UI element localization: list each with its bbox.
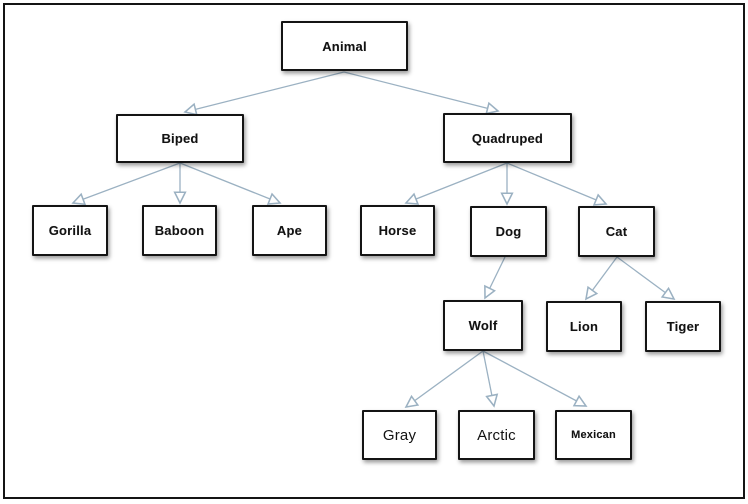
edge-wolf-gray bbox=[404, 350, 484, 409]
node-horse: Horse bbox=[360, 205, 435, 256]
node-animal: Animal bbox=[281, 21, 408, 71]
node-wolf: Wolf bbox=[443, 300, 523, 351]
edge-cat-tiger bbox=[616, 256, 676, 301]
node-arctic: Arctic bbox=[458, 410, 535, 460]
edge-biped-ape bbox=[179, 162, 282, 205]
node-gorilla: Gorilla bbox=[32, 205, 108, 256]
edge-cat-lion bbox=[584, 256, 618, 301]
edge-animal-biped bbox=[183, 71, 345, 116]
edge-wolf-mexican bbox=[482, 350, 588, 407]
edge-biped-gorilla bbox=[71, 162, 181, 206]
edge-dog-wolf bbox=[484, 256, 506, 300]
edge-animal-quadruped bbox=[343, 71, 500, 115]
node-dog: Dog bbox=[470, 206, 547, 257]
edge-quadruped-cat bbox=[506, 162, 608, 206]
node-tiger: Tiger bbox=[645, 301, 721, 352]
node-gray: Gray bbox=[362, 410, 437, 460]
node-mexican: Mexican bbox=[555, 410, 632, 460]
edge-quadruped-horse bbox=[404, 162, 508, 205]
node-baboon: Baboon bbox=[142, 205, 217, 256]
node-biped: Biped bbox=[116, 114, 244, 163]
edge-wolf-arctic bbox=[482, 350, 499, 408]
node-cat: Cat bbox=[578, 206, 655, 257]
node-ape: Ape bbox=[252, 205, 327, 256]
node-lion: Lion bbox=[546, 301, 622, 352]
node-quadruped: Quadruped bbox=[443, 113, 572, 163]
